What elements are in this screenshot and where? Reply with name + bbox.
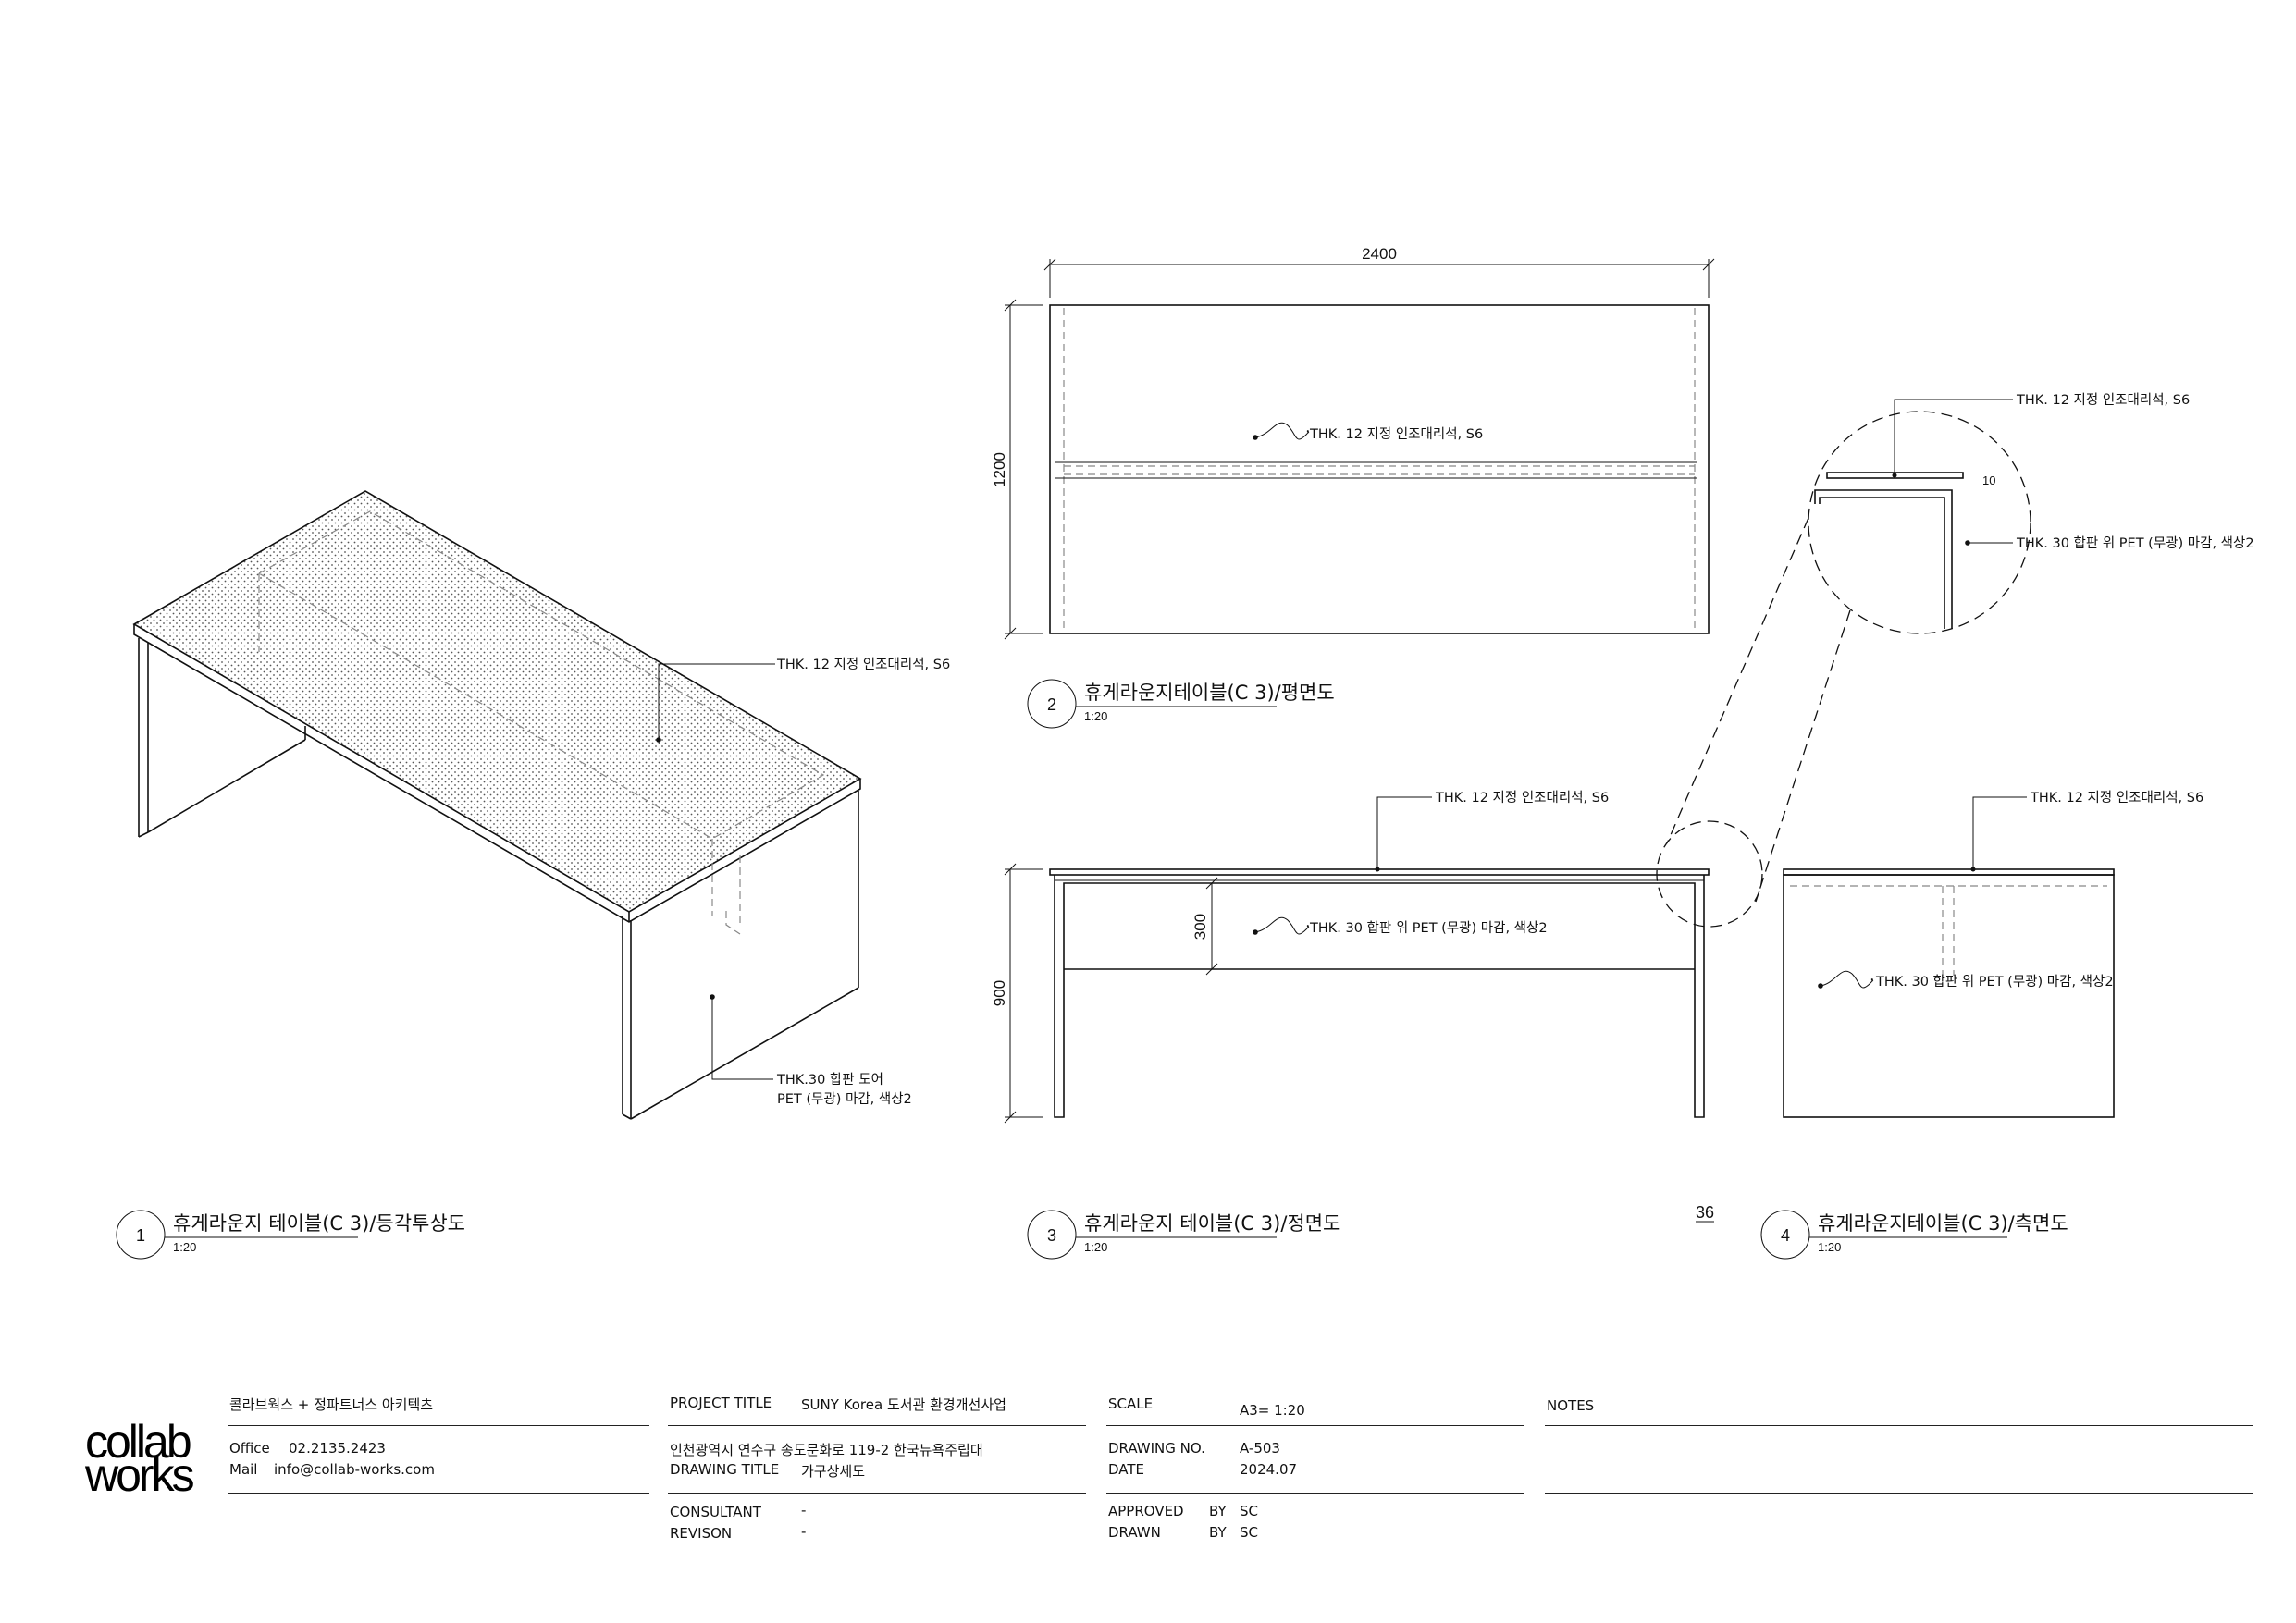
mail-value: info@collab-works.com [274, 1461, 435, 1478]
iso-side-annotation-2: PET (무광) 마감, 색상2 [777, 1091, 912, 1107]
drawing-title-value: 가구상세도 [801, 1463, 866, 1480]
drawn-by: BY [1209, 1524, 1227, 1541]
project-title-label: PROJECT TITLE [670, 1395, 772, 1411]
plan-outline [1049, 304, 1710, 634]
drawn-label: DRAWN [1108, 1524, 1161, 1541]
svg-text:1:20: 1:20 [1084, 709, 1107, 723]
iso-top-annotation: THK. 12 지정 인조대리석, S6 [776, 657, 950, 672]
drawing-no-label: DRAWING NO. [1108, 1440, 1205, 1457]
drawing-title-label: DRAWING TITLE [670, 1461, 780, 1478]
plan-width-dim: 2400 [1362, 245, 1397, 263]
consultant-value: - [801, 1502, 807, 1518]
svg-text:1:20: 1:20 [173, 1240, 196, 1254]
view-title-2-text: 휴게라운지테이블(C 3)/평면도 [1084, 682, 1335, 704]
front-height-dim: 900 [991, 980, 1008, 1006]
revision-value: - [801, 1523, 807, 1540]
plan-top-annotation: THK. 12 지정 인조대리석, S6 [1309, 426, 1483, 442]
collab-works-logo: collab works [85, 1416, 195, 1501]
iso-hidden-lines [258, 510, 825, 935]
front-apron-dim: 300 [1191, 914, 1209, 940]
svg-text:3: 3 [1047, 1226, 1056, 1245]
mail-label: Mail [229, 1461, 258, 1478]
stray-mark: 36 [1696, 1203, 1714, 1222]
front-apron-annotation: THK. 30 합판 위 PET (무광) 마감, 색상2 [1309, 920, 1548, 936]
drawing-no-value: A-503 [1240, 1440, 1280, 1457]
svg-text:1: 1 [136, 1226, 145, 1245]
side-view: THK. 12 지정 인조대리석, S6 THK. 30 합판 위 PET (무… [1783, 790, 2203, 1118]
detail-small-dim: 10 [1982, 473, 1995, 487]
front-view: 900 300 THK. 12 지정 인조대리석, S6 THK. 30 합판 … [991, 790, 1710, 1124]
address: 인천광역시 연수구 송도문화로 119-2 한국뉴욕주립대 [670, 1442, 983, 1458]
view-title-3: 3 휴게라운지 테이블(C 3)/정면도 1:20 [1027, 1210, 1340, 1260]
consultant-label: CONSULTANT [670, 1504, 761, 1520]
approved-value: SC [1240, 1503, 1258, 1519]
svg-text:1:20: 1:20 [1084, 1240, 1107, 1254]
view-title-3-text: 휴게라운지 테이블(C 3)/정면도 [1084, 1212, 1340, 1235]
approved-by: BY [1209, 1503, 1227, 1519]
detail-callout: THK. 12 지정 인조대리석, S6 THK. 30 합판 위 PET (무… [1656, 392, 2254, 928]
view-title-1: 1 휴게라운지 테이블(C 3)/등각투상도 1:20 [116, 1210, 465, 1260]
drawn-value: SC [1240, 1524, 1258, 1541]
date-label: DATE [1108, 1461, 1145, 1478]
side-panel-annotation: THK. 30 합판 위 PET (무광) 마감, 색상2 [1875, 974, 2114, 990]
iso-side-annotation-1: THK.30 합판 도어 [776, 1072, 883, 1088]
notes-label: NOTES [1547, 1397, 1595, 1414]
detail-top-annotation: THK. 12 지정 인조대리석, S6 [2016, 392, 2190, 408]
scale-label: SCALE [1108, 1396, 1154, 1412]
iso-right-leg [622, 791, 859, 1120]
svg-text:4: 4 [1781, 1226, 1790, 1245]
revision-label: REVISON [670, 1525, 733, 1542]
view-title-1-text: 휴게라운지 테이블(C 3)/등각투상도 [173, 1212, 465, 1235]
office-value: 02.2135.2423 [289, 1440, 386, 1457]
svg-text:1:20: 1:20 [1818, 1240, 1841, 1254]
approved-label: APPROVED [1108, 1503, 1184, 1519]
view-title-4: 4 휴게라운지테이블(C 3)/측면도 1:20 [1760, 1210, 2068, 1260]
view-title-4-text: 휴게라운지테이블(C 3)/측면도 [1818, 1212, 2068, 1235]
plan-view: 2400 1200 THK. 12 지정 인조대리석, S6 [991, 245, 1715, 640]
iso-left-leg [138, 638, 306, 838]
front-top-annotation: THK. 12 지정 인조대리석, S6 [1435, 790, 1609, 805]
svg-text:2: 2 [1047, 695, 1056, 714]
detail-side-annotation: THK. 30 합판 위 PET (무광) 마감, 색상2 [2016, 535, 2254, 551]
side-top-annotation: THK. 12 지정 인조대리석, S6 [2030, 790, 2203, 805]
date-value: 2024.07 [1240, 1461, 1298, 1478]
isometric-view: THK. 12 지정 인조대리석, S6 THK.30 합판 도어 PET (무… [132, 490, 950, 1120]
office-label: Office [229, 1440, 270, 1457]
iso-top-hatch [134, 491, 860, 912]
plan-depth-dim: 1200 [991, 452, 1008, 487]
view-title-2: 2 휴게라운지테이블(C 3)/평면도 1:20 [1027, 679, 1335, 729]
project-title-value: SUNY Korea 도서관 환경개선사업 [801, 1396, 1006, 1413]
company-name: 콜라브웍스 + 정파트너스 아키텍츠 [229, 1396, 434, 1413]
scale-value: A3= 1:20 [1240, 1402, 1305, 1419]
